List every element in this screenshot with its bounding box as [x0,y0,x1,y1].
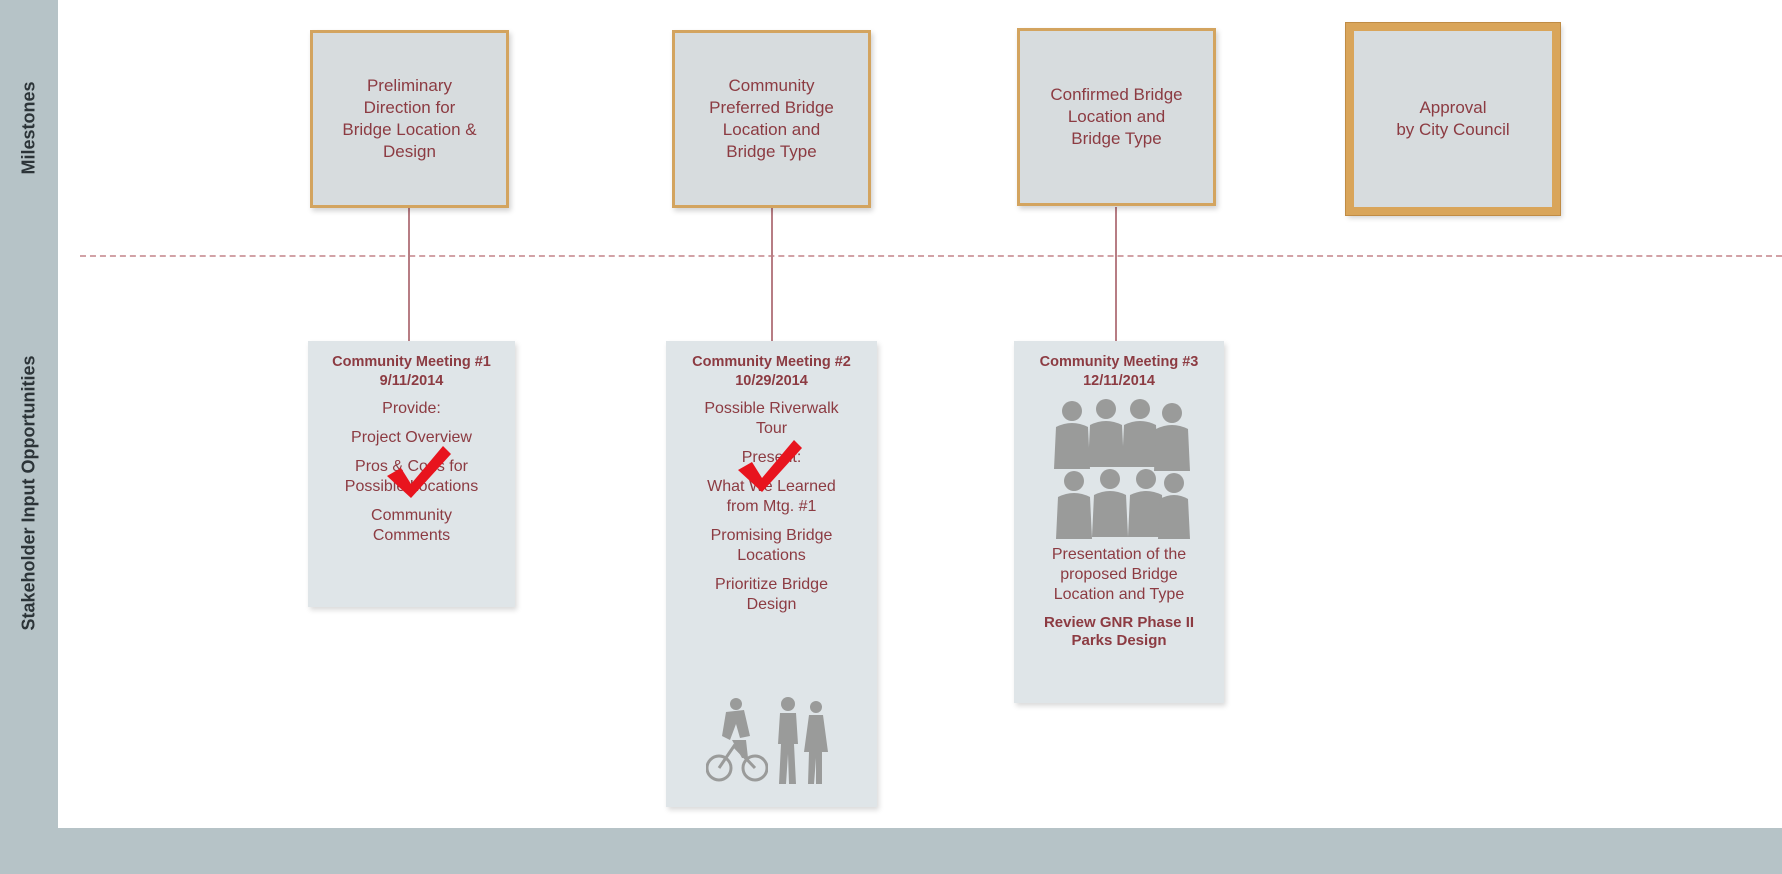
meeting-date: 10/29/2014 [735,372,808,389]
meeting-item: Project Overview [351,428,472,446]
meeting-title: Community Meeting #1 [332,354,491,370]
milestone-text: Preliminary Direction for Bridge Locatio… [342,75,477,162]
meeting-title: Community Meeting #3 [1039,354,1199,370]
meeting-card-2: Community Meeting #2 10/29/2014 Possible… [666,341,877,807]
cyclist-icon [706,698,768,782]
connector-line-2 [771,207,773,341]
milestone-box-2: Community Preferred Bridge Location and … [672,30,871,208]
stakeholder-input-label: Stakeholder Input Opportunities [18,355,39,631]
milestone-text: Approval by City Council [1396,97,1510,139]
meeting-item: Prioritize Bridge Design [715,575,828,613]
milestone-text: Community Preferred Bridge Location and … [709,75,834,162]
meeting-item: Review GNR Phase II Parks Design [1043,613,1195,650]
check-mark-icon [387,446,451,498]
connector-line-3 [1115,207,1117,341]
meeting-item: Community Comments [371,506,452,544]
meeting-date: 9/11/2014 [379,372,444,389]
milestone-box-4: Approval by City Council [1345,22,1561,216]
meeting-item: Presentation of the proposed Bridge Loca… [1051,545,1187,603]
section-divider [80,255,1782,257]
milestone-box-3: Confirmed Bridge Location and Bridge Typ… [1017,28,1216,206]
milestone-text: Confirmed Bridge Location and Bridge Typ… [1050,84,1183,149]
milestone-box-1: Preliminary Direction for Bridge Locatio… [310,30,509,208]
meeting-item: Provide: [382,399,441,417]
meeting-item: Promising Bridge Locations [710,526,833,564]
audience-icon [1054,398,1190,539]
meeting-title: Community Meeting #2 [692,354,851,370]
meeting-date: 12/11/2014 [1083,372,1155,389]
milestones-label: Milestones [18,81,39,175]
connector-line-1 [408,207,410,341]
meeting-item: Possible Riverwalk Tour [704,399,839,437]
meeting-card-1: Community Meeting #1 9/11/2014 Provide: … [308,341,515,607]
walking-couple-icon [778,697,828,784]
meeting-card-3: Community Meeting #3 12/11/2014 Presenta… [1014,341,1224,703]
check-mark-icon [738,440,802,492]
